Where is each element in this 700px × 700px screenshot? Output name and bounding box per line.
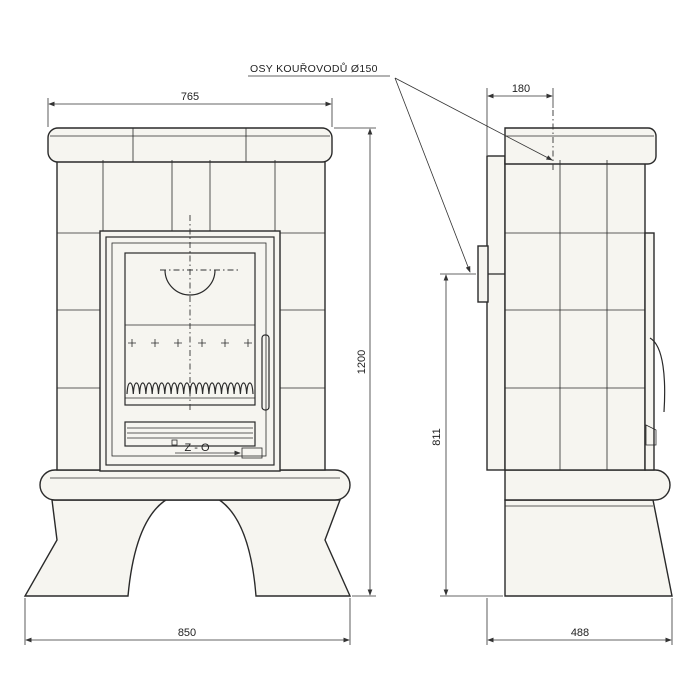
dim-base-width: 850 [178,627,196,639]
front-top-cornice [47,127,333,163]
side-door-handle [649,337,666,413]
side-rear-plate [486,155,506,471]
flue-annotation: OSY KOUŘOVODŮ Ø150 [248,62,553,273]
dim-flue-height: 811 [431,428,443,446]
door-handle [261,334,270,411]
air-control-label: Z - O [184,442,209,454]
fire-grate [126,382,254,395]
dim-total-height: 1200 [356,350,368,374]
dim-side-depth: 488 [571,627,589,639]
front-base-plinth [23,491,352,597]
stove-door: Z - O [99,215,281,472]
ash-vent [124,421,256,447]
flue-axes-label: OSY KOUŘOVODŮ Ø150 [250,62,378,75]
side-base-plinth [504,499,673,597]
dimensions: 765 1200 850 180 811 488 [24,83,673,645]
side-tiled-body [504,159,646,471]
dim-side-flue-width: 180 [512,83,530,95]
front-base-moulding [39,469,351,501]
side-view [477,110,673,597]
front-view: Z - O [23,127,352,597]
dim-top-width: 765 [181,91,199,103]
side-tile-grid [505,160,645,470]
side-top-cornice [504,127,657,165]
fireplate-bolts [128,339,252,347]
side-base-moulding [504,469,671,501]
